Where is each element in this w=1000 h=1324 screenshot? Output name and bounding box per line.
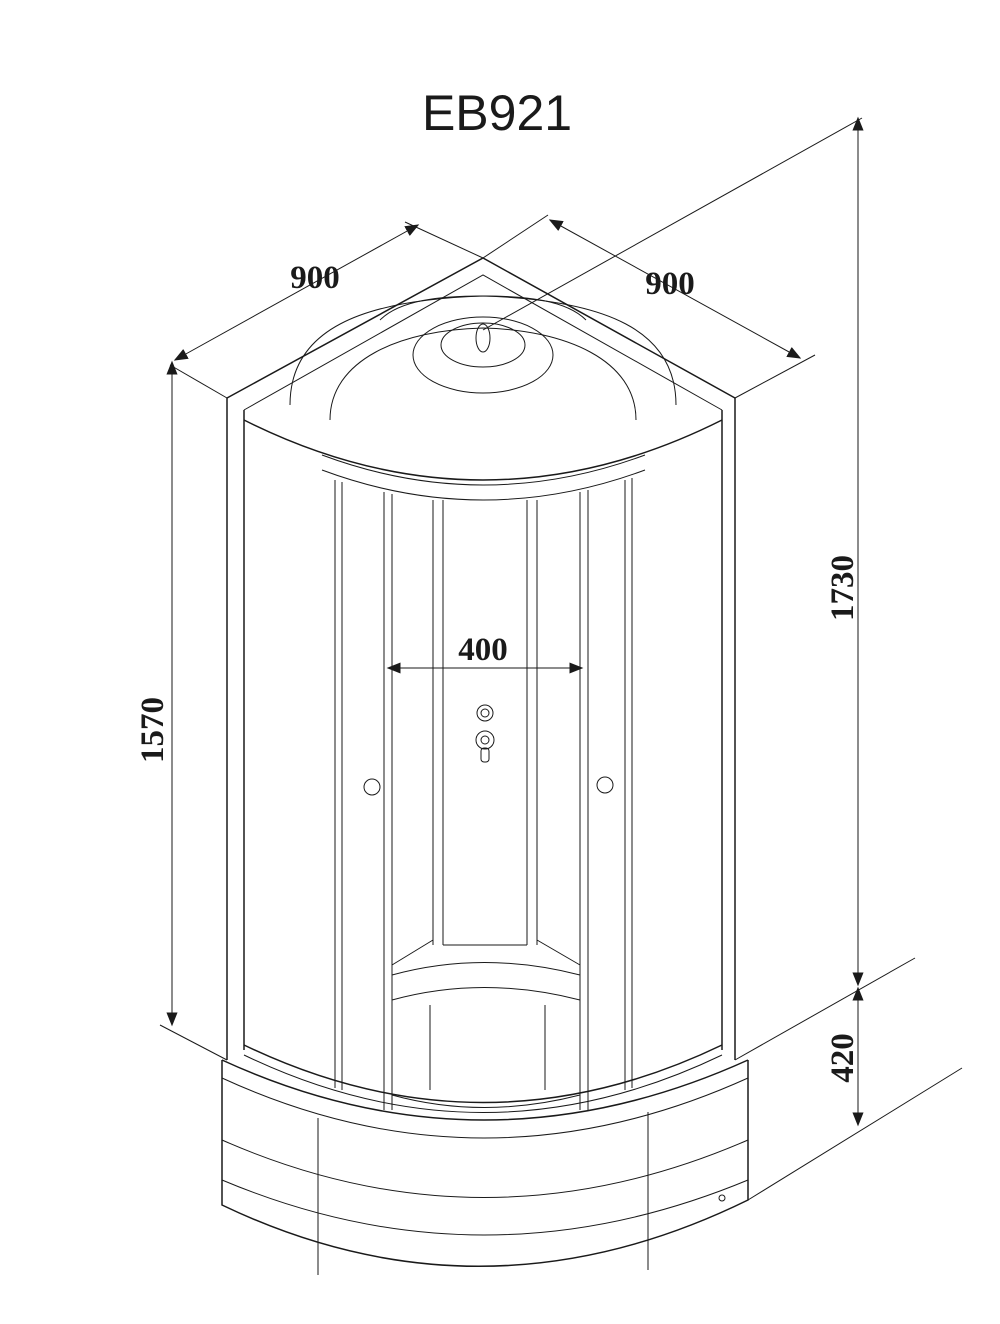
mixer-tap	[475, 704, 495, 763]
width-left-label: 900	[290, 260, 340, 296]
wall-height-label: 1570	[135, 697, 171, 763]
width-right-dimension-line	[548, 219, 802, 359]
left-door-handle	[363, 778, 381, 796]
right-door-handle	[596, 776, 614, 794]
door-opening-label: 400	[458, 632, 508, 668]
dimension-lines	[159, 116, 963, 1201]
width-left-dimension-line	[173, 224, 420, 361]
model-title: EB921	[422, 85, 572, 141]
width-right-label: 900	[645, 266, 695, 302]
tray-height-label: 420	[825, 1033, 861, 1083]
cabin-body	[221, 257, 749, 1275]
total-height-label: 1730	[825, 555, 861, 621]
